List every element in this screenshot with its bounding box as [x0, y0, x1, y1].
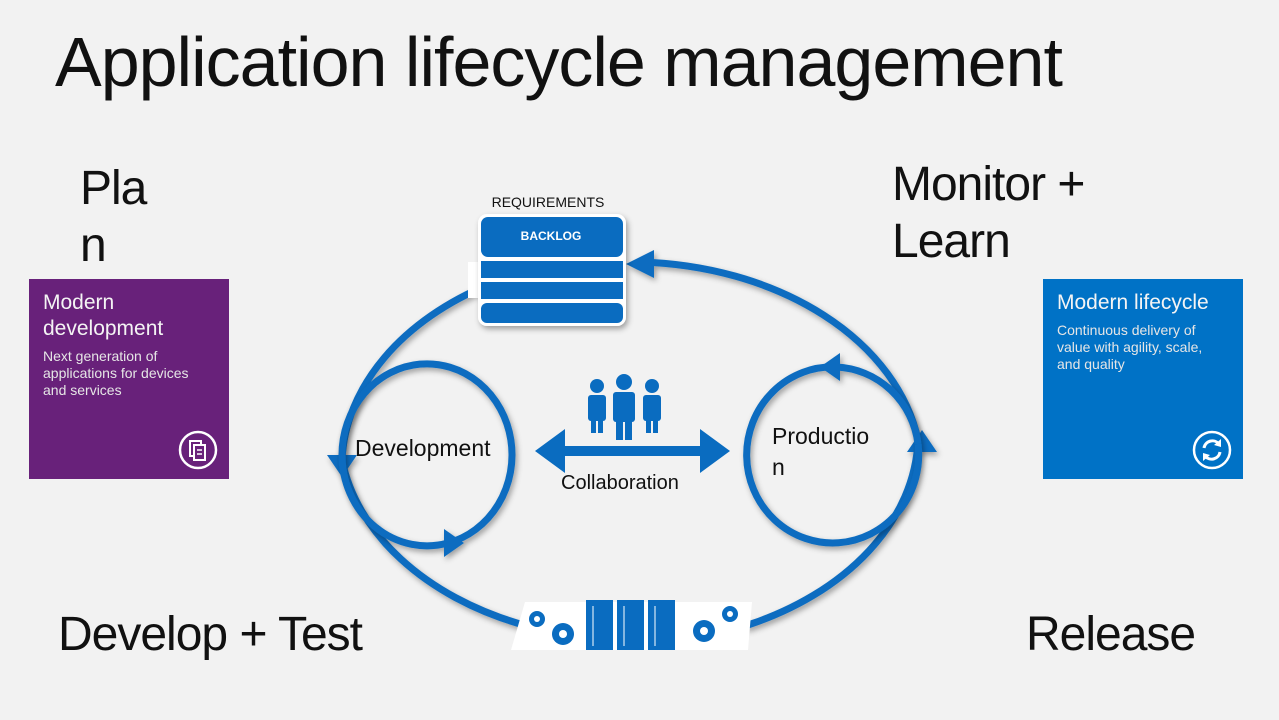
build-release-strip	[511, 600, 752, 650]
phase-monitor-label: Monitor + Learn	[892, 156, 1152, 270]
development-label: Development	[355, 435, 491, 461]
production-line-2: n	[772, 454, 785, 480]
document-stack-icon	[178, 430, 218, 470]
phase-monitor-text: Monitor + Learn	[892, 158, 1085, 268]
production-line-1: Productio	[772, 423, 869, 449]
development-cycle	[338, 360, 516, 557]
tile-title: Modern development	[43, 291, 164, 340]
tile-title: Modern lifecycle	[1057, 291, 1209, 314]
tile-description: Next generation of applications for devi…	[43, 348, 189, 398]
collaboration-label: Collaboration	[561, 472, 679, 494]
page-title: Application lifecycle management	[55, 23, 1063, 101]
backlog-stack	[468, 214, 626, 326]
phase-release-label: Release	[1026, 608, 1196, 661]
arrowhead-icon	[907, 430, 937, 452]
collaboration-arrow	[535, 429, 730, 473]
phase-plan-label: Pla n	[80, 160, 170, 274]
phase-plan-text: Pla n	[80, 162, 147, 272]
gears-icon	[529, 606, 738, 645]
production-cycle	[743, 353, 923, 547]
modern-development-tile[interactable]: Modern development Next generation of ap…	[29, 279, 229, 479]
arrowhead-icon	[820, 353, 840, 381]
backlog-label: BACKLOG	[521, 229, 582, 243]
arrowhead-icon	[444, 529, 464, 557]
modern-lifecycle-tile[interactable]: Modern lifecycle Continuous delivery of …	[1043, 279, 1243, 479]
people-icon	[588, 374, 661, 440]
tile-description: Continuous delivery of value with agilit…	[1057, 322, 1203, 372]
servers-icon	[586, 600, 675, 650]
arrowhead-icon	[626, 250, 654, 278]
phase-develop-label: Develop + Test	[58, 608, 363, 661]
refresh-cycle-icon	[1192, 430, 1232, 470]
production-label: Productio n	[772, 423, 876, 480]
requirements-label: REQUIREMENTS	[492, 194, 605, 210]
